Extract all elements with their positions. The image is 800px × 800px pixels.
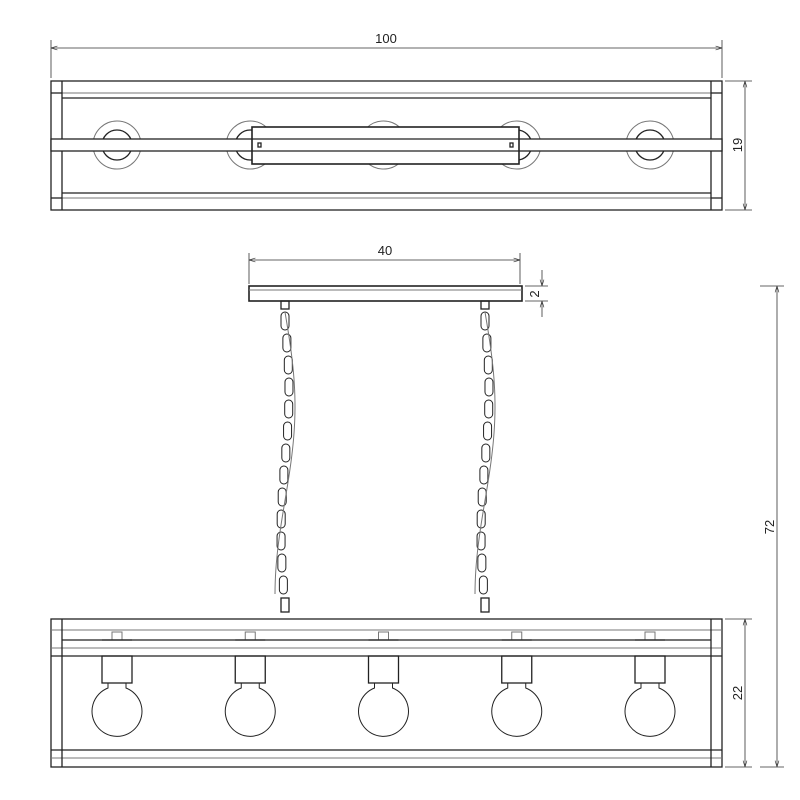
bulb [491, 631, 543, 737]
bulb-globe [91, 683, 143, 737]
chain-top-connector [280, 300, 290, 310]
dim-label-72: 72 [762, 520, 777, 534]
dim-frame-depth: 19 [725, 80, 752, 211]
bulb-socket [101, 655, 133, 684]
chain-link [478, 575, 488, 595]
chain-top-connector [480, 300, 490, 310]
chain-link [276, 509, 286, 529]
chain-link [281, 443, 291, 463]
bulb [358, 631, 409, 737]
chain-link [484, 399, 494, 419]
bulb-globe [624, 683, 676, 737]
cable [274, 311, 296, 595]
dim-total-width: 100 [50, 31, 723, 78]
bulb-globe [224, 683, 276, 737]
dim-label-22: 22 [730, 686, 745, 700]
chain-link [477, 487, 487, 507]
chain-link [476, 531, 486, 551]
canopy-top [251, 126, 520, 165]
chain-link [479, 465, 489, 485]
dim-label-100: 100 [375, 31, 397, 46]
chain-link [282, 333, 292, 353]
chain-link [284, 377, 294, 397]
dim-label-2: 2 [527, 290, 542, 297]
bulb-socket [367, 655, 400, 684]
chain-link [283, 421, 293, 441]
bulb-mount [511, 631, 523, 641]
chain-link [283, 355, 293, 375]
bulb [91, 631, 143, 737]
bulbs [91, 631, 676, 737]
bulb-socket [234, 655, 266, 684]
side-view [50, 285, 723, 768]
dim-canopy-height: 2 [525, 270, 548, 317]
dim-label-40: 40 [378, 243, 392, 258]
chain-link [277, 487, 287, 507]
cable [474, 311, 496, 595]
chains [274, 300, 496, 613]
chain-link [484, 377, 494, 397]
top-view [50, 80, 723, 211]
dim-canopy-width: 40 [248, 243, 521, 284]
bulb-socket [634, 655, 666, 684]
chain-bottom-connector [280, 597, 290, 613]
chain-link [276, 531, 286, 551]
bulb-socket [501, 655, 533, 684]
bulb-mount [111, 631, 123, 641]
dim-label-19: 19 [730, 138, 745, 152]
bulb [224, 631, 276, 737]
frame [50, 618, 723, 768]
chain-link [482, 333, 492, 353]
bulb-mount [644, 631, 656, 641]
chain-link [284, 399, 294, 419]
bulb-globe [491, 683, 543, 737]
chain-link [277, 553, 287, 573]
chain [274, 300, 296, 613]
chain-link [279, 465, 289, 485]
bulb [624, 631, 676, 737]
chain-link [278, 575, 288, 595]
dim-frame-height: 22 [725, 618, 752, 768]
chain-link [477, 553, 487, 573]
chain-link [481, 443, 491, 463]
chain-link [476, 509, 486, 529]
bulb-mount [244, 631, 256, 641]
chain-link [483, 355, 493, 375]
bulb-globe [358, 683, 409, 737]
chain-bottom-connector [480, 597, 490, 613]
canopy [248, 285, 523, 302]
chain [474, 300, 496, 613]
bulb-mount [378, 631, 389, 641]
chain-link [483, 421, 493, 441]
dim-total-height: 72 [760, 285, 784, 768]
